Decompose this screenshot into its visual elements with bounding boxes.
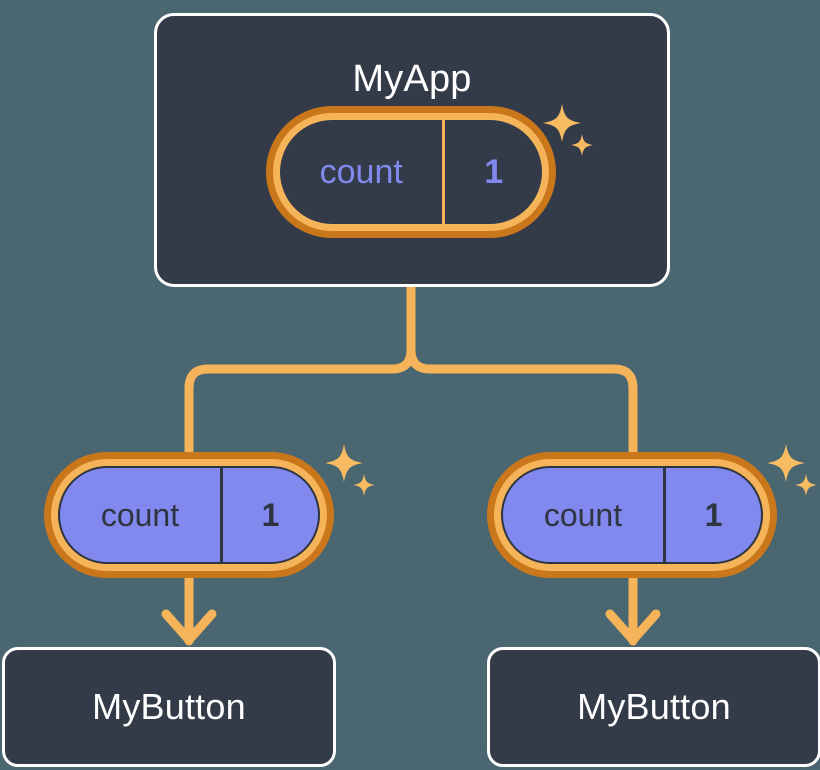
state-pill-child-left[interactable]: count 1: [44, 452, 334, 578]
component-label: MyButton: [92, 686, 246, 727]
component-card-mybutton-right[interactable]: MyButton: [487, 647, 820, 767]
state-pill-body: count 1: [501, 466, 763, 564]
sparkle-large-icon: [325, 444, 363, 482]
state-pill-body: count 1: [280, 120, 542, 224]
state-pill-ring: count 1: [273, 113, 549, 231]
state-key: count: [100, 496, 180, 533]
state-value: 1: [442, 120, 542, 224]
state-pill-myapp[interactable]: count 1: [266, 106, 556, 238]
state-pill-ring: count 1: [494, 459, 770, 571]
state-value: 1: [662, 468, 761, 562]
connector-branch-left: [184, 345, 416, 460]
state-pill-body: count 1: [58, 466, 320, 564]
component-label: MyButton: [577, 686, 731, 727]
state-pill-child-right[interactable]: count 1: [487, 452, 777, 578]
sparkle-small-icon: [353, 474, 375, 496]
state-pill-ring: count 1: [51, 459, 327, 571]
arrow-head-left-icon: [161, 609, 217, 645]
page-title: MyApp: [352, 58, 472, 100]
state-value: 1: [219, 468, 318, 562]
connector-branch-right: [406, 345, 638, 460]
state-key: count: [543, 496, 623, 533]
state-key: count: [319, 152, 403, 191]
component-card-mybutton-left[interactable]: MyButton: [2, 647, 336, 767]
sparkle-large-icon: [767, 444, 805, 482]
sparkle-small-icon: [795, 474, 817, 496]
arrow-head-right-icon: [605, 609, 661, 645]
